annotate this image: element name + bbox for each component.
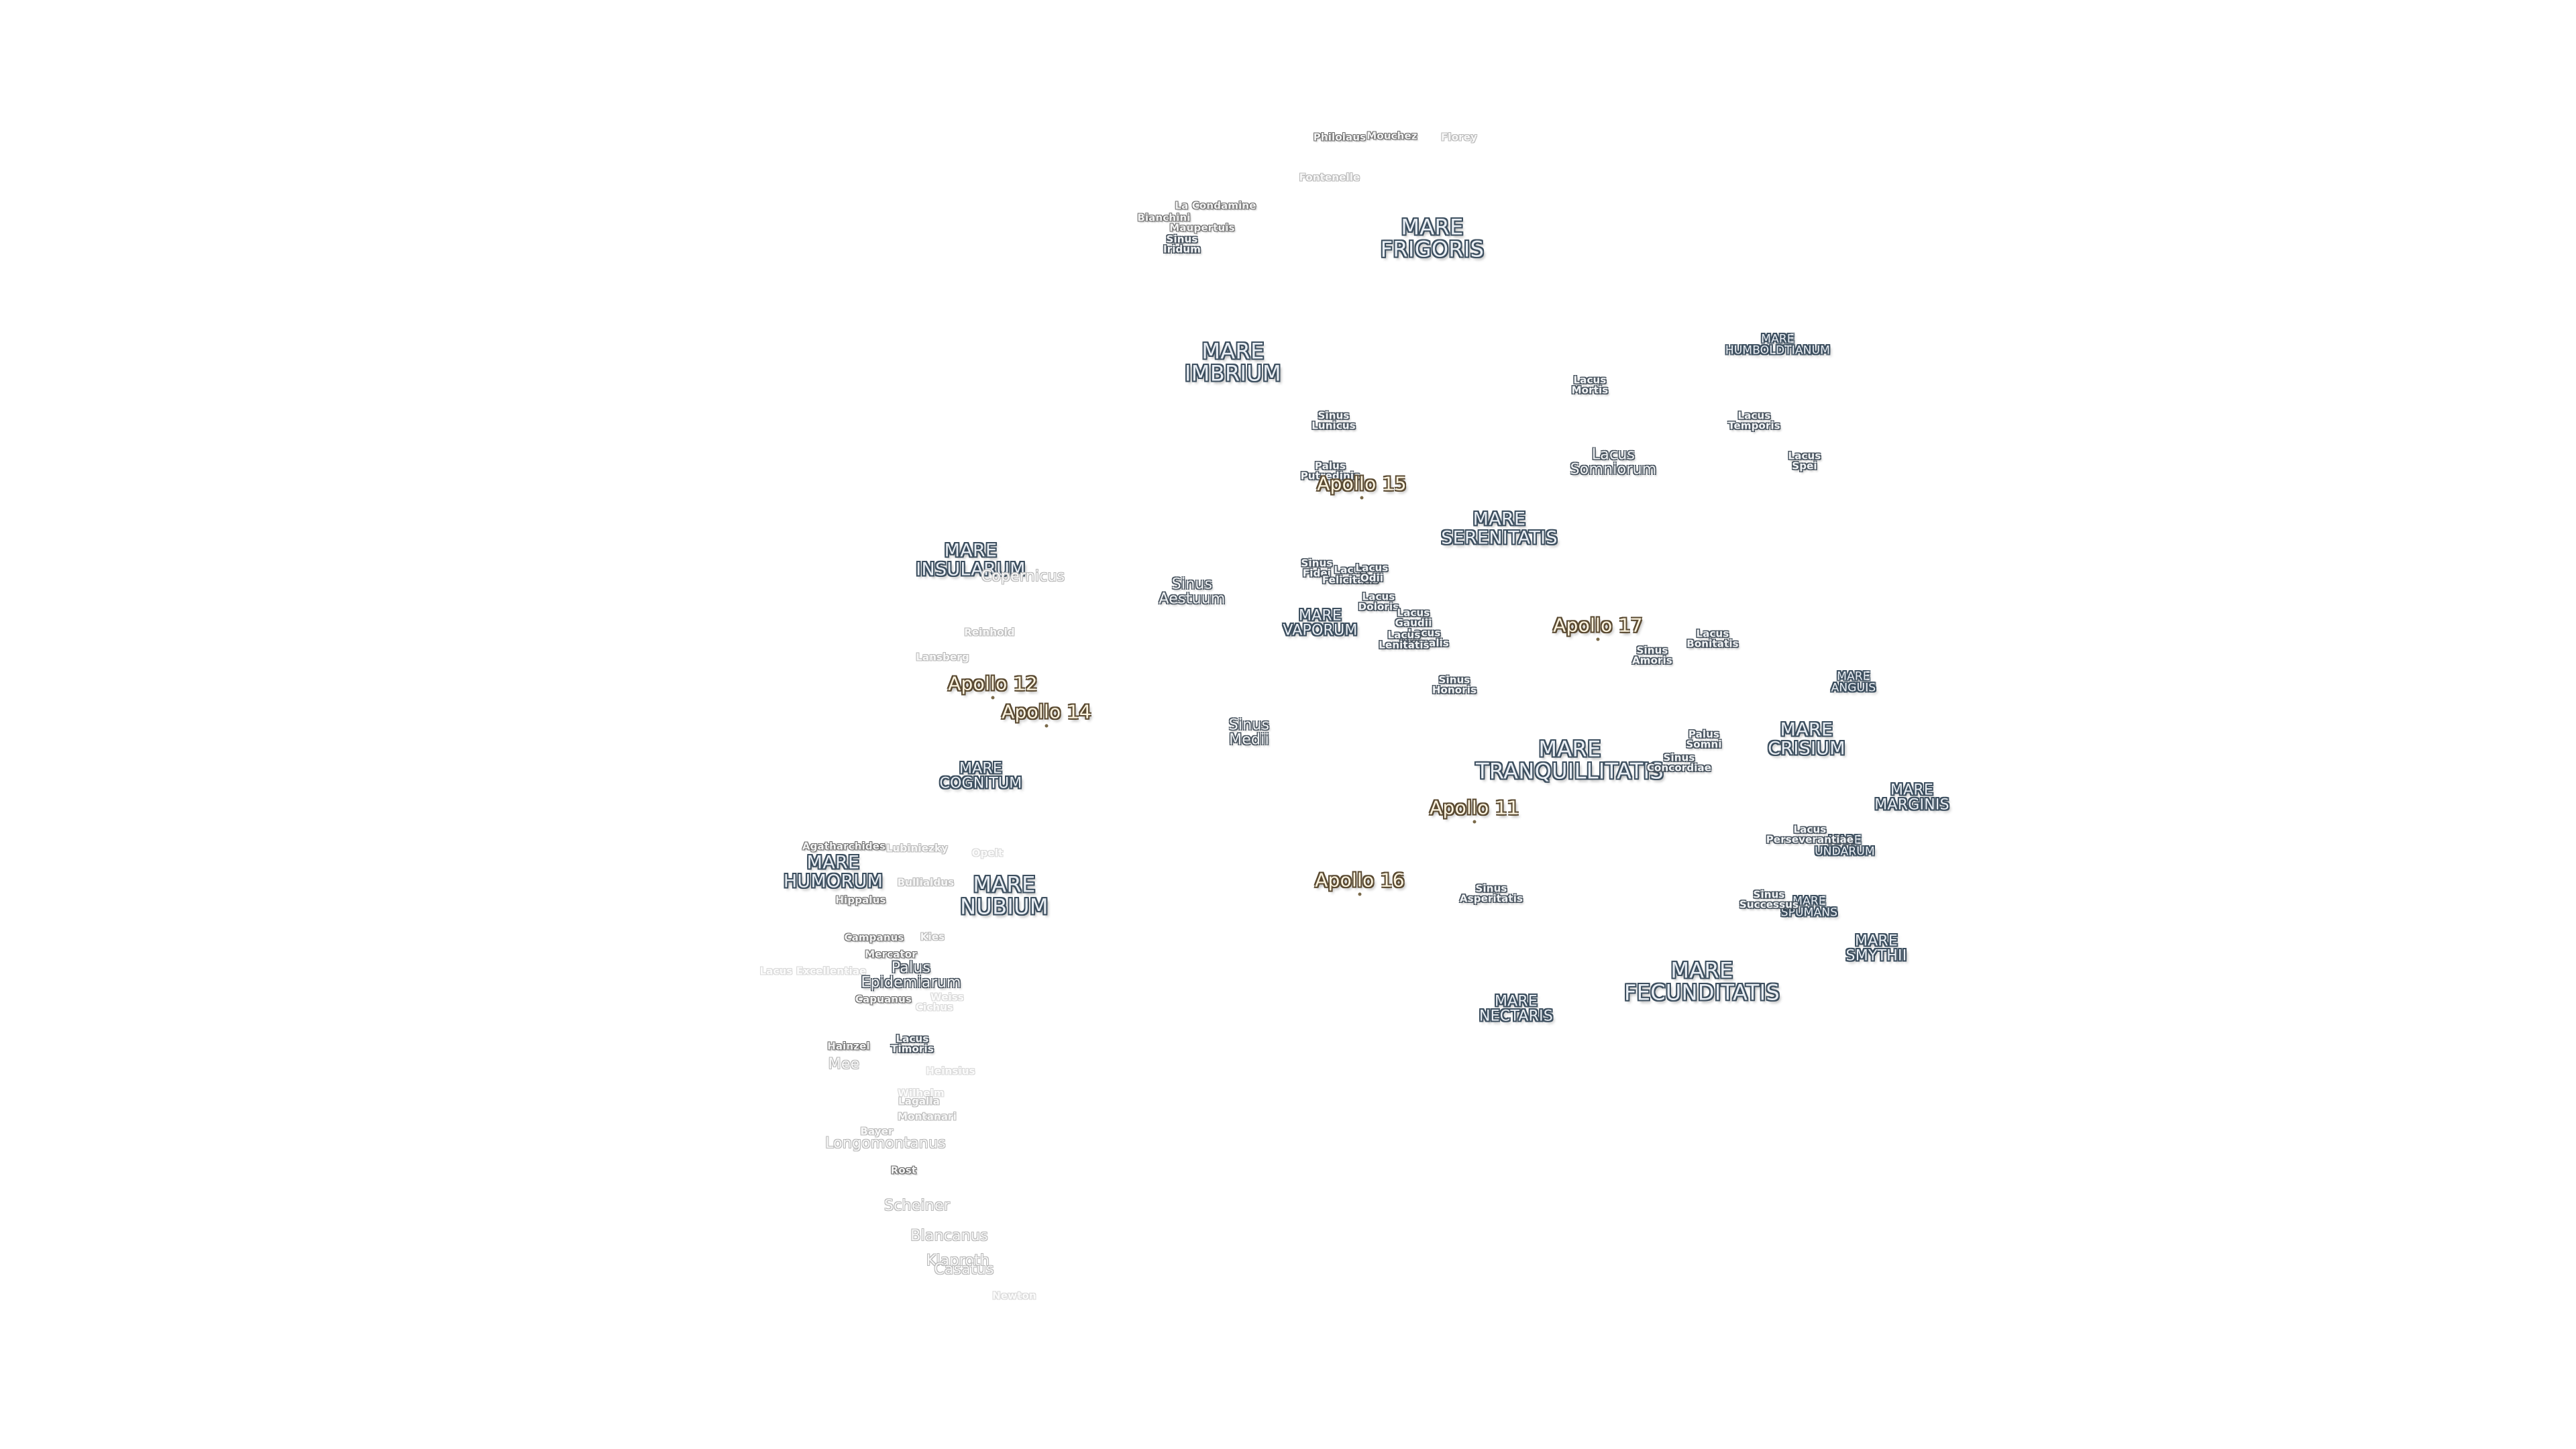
crater-kies-label: Kies [920,930,945,943]
crater-scheiner-label: Scheiner [884,1197,950,1214]
crater-copernicus-label: Copernicus [981,568,1065,585]
crater-cichus-label: Cichus [915,1001,954,1014]
crater-lacus-excellentiae-label: Lacus Excellentiae [759,965,867,977]
apollo-14-label: Apollo 14 [1002,700,1091,723]
crater-bayer-label: Bayer [860,1125,894,1138]
apollo-16-marker [1358,892,1362,896]
crater-florey-label: Florey [1441,131,1477,144]
crater-longomontanus-label: Longomontanus [825,1134,946,1152]
crater-lansberg-label: Lansberg [916,651,969,663]
crater-maupertuis-label: Maupertuis [1169,221,1235,234]
apollo-15-label: Apollo 15 [1317,472,1407,495]
crater-capuanus-label: Capuanus [855,993,912,1006]
crater-newton-label: Newton [992,1289,1036,1302]
crater-klaproth-label: Klaproth [926,1252,990,1269]
crater-montanari-label: Montanari [898,1110,957,1123]
apollo-12-marker [991,696,995,700]
apollo-11-marker [1472,820,1477,824]
crater-la-condamine-label: La Condamine [1175,199,1256,212]
crater-bianchini-label: Bianchini [1137,211,1191,224]
crater-weiss-label: Weiss [930,991,964,1004]
crater-mouchez-label: Mouchez [1366,129,1417,142]
crater-heinsius-label: Heinsius [926,1065,975,1077]
apollo-12-label: Apollo 12 [948,672,1038,695]
crater-hainzel-label: Hainzel [827,1040,870,1053]
apollo-17-marker [1596,637,1600,641]
apollo-11-label: Apollo 11 [1430,796,1519,819]
crater-mercator-label: Mercator [865,948,917,961]
crater-reinhold-label: Reinhold [964,626,1015,639]
crater-campanus-label: Campanus [844,931,904,944]
crater-fontenelle-label: Fontenelle [1299,171,1360,184]
apollo-17-label: Apollo 17 [1553,614,1643,637]
crater-wilhelm-label: Wilhelm [898,1087,945,1099]
crater-blancanus-label: Blancanus [910,1227,988,1244]
crater-hippalus-label: Hippalus [835,894,886,906]
crater-lubiniezky-label: Lubiniezky [885,842,949,855]
crater-mee-label: Mee [828,1055,860,1073]
crater-lagalla-label: Lagalla [898,1095,940,1108]
apollo-16-label: Apollo 16 [1315,869,1405,892]
apollo-14-marker [1044,724,1049,728]
apollo-15-marker [1360,496,1364,500]
crater-agatharchides-label: Agatharchides [802,840,886,853]
crater-philolaus-label: Philolaus [1313,131,1366,144]
crater-casatus-label: Casatus [934,1260,994,1278]
crater-bullialdus-label: Bullialdus [897,876,955,889]
crater-opelt-label: Opelt [971,847,1004,859]
crater-rost-label: Rost [890,1164,917,1177]
